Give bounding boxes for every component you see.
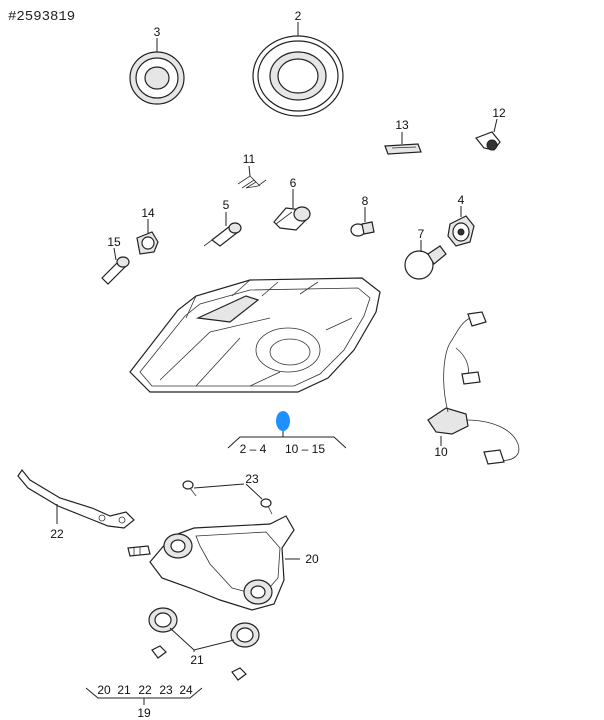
- callout-23: 23: [245, 472, 259, 486]
- callout-14: 14: [141, 206, 155, 220]
- callout-2: 2: [295, 9, 302, 23]
- part-6-bulb[interactable]: [273, 206, 311, 231]
- part-20-frame[interactable]: [127, 515, 295, 611]
- callout-15: 15: [107, 235, 121, 249]
- part-23-screws[interactable]: [182, 480, 273, 515]
- callout-11: 11: [243, 152, 256, 166]
- part-10-harness[interactable]: [427, 311, 520, 465]
- kit-item-22: 22: [138, 683, 152, 697]
- part-21-rings[interactable]: [148, 607, 260, 681]
- kit-item-24: 24: [179, 683, 193, 697]
- highlight-marker: [276, 411, 290, 431]
- callout-4: 4: [458, 193, 465, 207]
- group-label-left: 2 – 4: [240, 442, 267, 456]
- callout-10: 10: [434, 445, 448, 459]
- kit-item-20: 20: [97, 683, 111, 697]
- part-12-socket[interactable]: [475, 131, 501, 151]
- callout-22: 22: [50, 527, 64, 541]
- part-7-bulb[interactable]: [404, 245, 447, 280]
- callout-19: 19: [137, 706, 151, 720]
- kit-item-21: 21: [117, 683, 131, 697]
- callout-20: 20: [305, 552, 319, 566]
- part-14-socket[interactable]: [136, 231, 159, 255]
- callout-7: 7: [418, 227, 425, 241]
- part-11-clip[interactable]: [237, 175, 267, 189]
- callout-6: 6: [290, 176, 297, 190]
- part-5-bulb[interactable]: [203, 222, 242, 247]
- headlight-housing[interactable]: [129, 277, 381, 393]
- callout-13: 13: [395, 118, 409, 132]
- kit-item-23: 23: [159, 683, 173, 697]
- part-8-bulb[interactable]: [350, 221, 375, 237]
- reference-number: #2593819: [8, 9, 75, 25]
- part-2-cap[interactable]: [252, 35, 344, 117]
- part-15-screw[interactable]: [101, 256, 130, 285]
- callout-21: 21: [190, 653, 204, 667]
- part-4-holder[interactable]: [447, 215, 475, 247]
- part-13-lamp[interactable]: [384, 143, 422, 155]
- callout-3: 3: [154, 25, 161, 39]
- callout-8: 8: [362, 194, 369, 208]
- group-bracket: [227, 436, 347, 449]
- callout-12: 12: [492, 106, 506, 120]
- callout-5: 5: [223, 198, 230, 212]
- group-label-right: 10 – 15: [285, 442, 325, 456]
- part-3-ring[interactable]: [129, 51, 185, 105]
- part-22-bracket[interactable]: [17, 468, 135, 529]
